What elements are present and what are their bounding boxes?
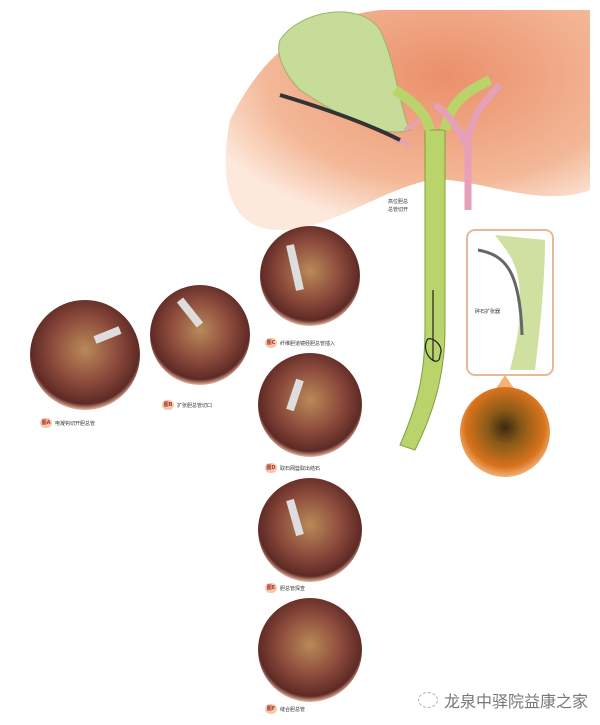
watermark-text: 龙泉中驿院益康之家 bbox=[444, 692, 589, 711]
endoscopic-photo-a bbox=[30, 300, 140, 410]
figure-badge: 图E bbox=[265, 583, 277, 593]
endoscopic-photo-d bbox=[258, 353, 362, 457]
figure-badge: 图F bbox=[265, 704, 277, 714]
caption-text: 扩张胆总管切口 bbox=[177, 402, 213, 409]
caption-text: 胆总管探查 bbox=[280, 585, 306, 592]
caption-text: 缝合胆总管 bbox=[280, 706, 306, 713]
endoscopic-photo-f bbox=[258, 598, 362, 702]
caption-text: 取石网篮取出结石 bbox=[280, 465, 321, 472]
inset-label: 碎石扩张器 bbox=[475, 309, 501, 315]
caption-text: 纤维胆道镜经胆总管插入 bbox=[280, 340, 336, 347]
figure-badge: 图C bbox=[265, 338, 277, 348]
watermark: 龙泉中驿院益康之家 bbox=[418, 688, 588, 712]
caption-text: 电凝钩切开胆总管 bbox=[55, 420, 96, 427]
duct-label: 高位胆总 总管切开 bbox=[388, 198, 408, 214]
hepatic-artery bbox=[432, 82, 503, 210]
bile-duct bbox=[399, 129, 446, 451]
figure-badge: 图D bbox=[265, 463, 277, 473]
endoscopic-photo-c bbox=[260, 226, 360, 326]
endoscopic-photo-b bbox=[150, 285, 250, 385]
duct-label-line: 总管切开 bbox=[388, 207, 409, 213]
wechat-icon bbox=[418, 692, 438, 708]
figure-badge: 图B bbox=[162, 400, 174, 410]
choledochoscope bbox=[279, 93, 401, 142]
duct-label-line: 高位胆总 bbox=[388, 199, 409, 205]
endoscopic-photo-e bbox=[258, 478, 362, 582]
figure-badge: 图A bbox=[40, 418, 52, 428]
stone-endoscopic-view bbox=[460, 387, 550, 477]
